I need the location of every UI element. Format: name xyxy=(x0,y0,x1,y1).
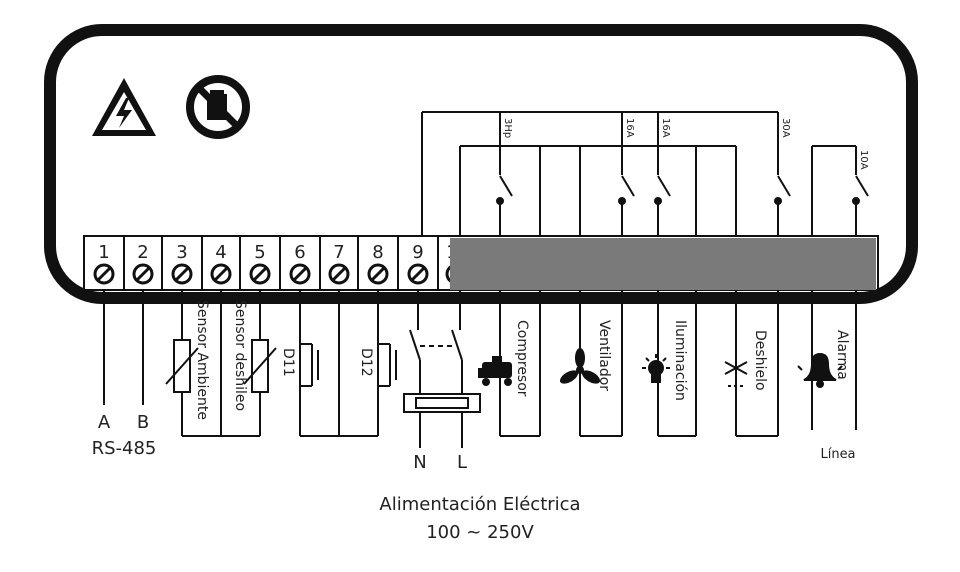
terminal-dividers xyxy=(123,236,439,290)
terminal-number: 9 xyxy=(412,242,423,263)
defrost-sensor-symbol xyxy=(243,339,277,393)
ambient-sensor-symbol xyxy=(165,339,199,393)
defrost-label: Deshielo xyxy=(752,330,768,391)
terminal-number: 6 xyxy=(294,242,305,263)
digital-input-2-contact xyxy=(378,343,397,387)
digital-input-1-label: D11 xyxy=(280,348,296,377)
fan-label: Ventilador xyxy=(596,320,612,391)
defrost-rating: 30A xyxy=(780,118,791,138)
compressor-label: Compresor xyxy=(514,320,530,397)
fan-icon xyxy=(559,348,601,384)
terminal-number: 7 xyxy=(333,242,344,263)
fan-rating: 16A xyxy=(624,118,635,138)
alarm-label: Alarma xyxy=(834,330,850,380)
ambient-sensor-label: Sensor Ambiente xyxy=(194,300,210,420)
terminal-number: 5 xyxy=(254,242,265,263)
compressor-rating: 3Hp xyxy=(502,118,513,138)
terminal-number: 3 xyxy=(176,242,187,263)
compressor-icon xyxy=(478,356,512,386)
high-voltage-warning-icon xyxy=(92,78,156,136)
terminal-number: 4 xyxy=(215,242,226,263)
redacted-terminal-area xyxy=(450,238,876,290)
light-label: Iluminación xyxy=(672,320,688,401)
terminal-number: 2 xyxy=(137,242,148,263)
digital-input-1-contact xyxy=(300,343,319,387)
no-disposal-icon xyxy=(186,75,250,139)
power-supply-title: Alimentación Eléctrica xyxy=(379,494,581,515)
relay-ratings: 3Hp 16A 16A 30A 10A xyxy=(502,118,869,170)
neutral-label: N xyxy=(413,452,426,473)
alarm-rating: 10A xyxy=(858,150,869,170)
terminal-number: 1 xyxy=(98,242,109,263)
rs485-a-label: A xyxy=(98,412,111,433)
lamp-icon xyxy=(642,354,670,383)
terminal-number: 8 xyxy=(372,242,383,263)
relay-wiring xyxy=(421,111,857,236)
power-switch-symbol xyxy=(403,329,481,448)
linea-label: Línea xyxy=(820,447,855,462)
defrost-sensor-label: Sensor deshileo xyxy=(232,300,248,411)
rs485-b-label: B xyxy=(137,412,149,433)
line-label-L: L xyxy=(457,452,467,473)
relay-switches xyxy=(496,148,869,236)
light-rating: 16A xyxy=(660,118,671,138)
bell-icon xyxy=(797,352,843,388)
snowflake-icon xyxy=(724,356,748,387)
power-supply-range: 100 ~ 250V xyxy=(426,522,534,543)
digital-input-2-label: D12 xyxy=(358,348,374,377)
rs485-label: RS-485 xyxy=(92,438,157,459)
